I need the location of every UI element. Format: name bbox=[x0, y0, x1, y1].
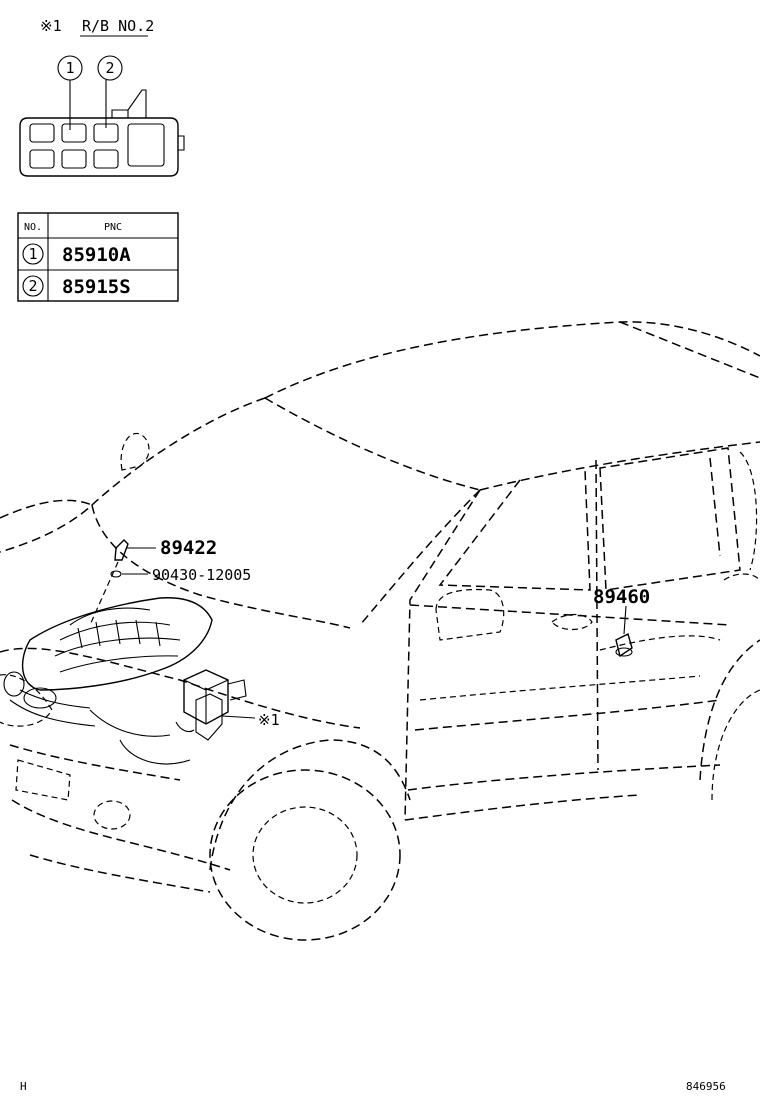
callout-label-2: 2 bbox=[105, 59, 114, 77]
part-89422 bbox=[89, 539, 156, 626]
part-label-89460: 89460 bbox=[593, 586, 650, 608]
sensor-89460-icon bbox=[615, 632, 633, 658]
sensor-89422-icon bbox=[114, 539, 129, 561]
pnc-table-header-pnc: PNC bbox=[104, 222, 122, 233]
pnc-table-frame bbox=[17, 212, 179, 302]
footer-left-code: H bbox=[20, 1080, 27, 1093]
license-plate-area bbox=[15, 759, 71, 801]
footer-illustration-number: 846956 bbox=[686, 1080, 726, 1093]
pnc-table-header-no: NO. bbox=[24, 222, 42, 233]
mirror-outline bbox=[120, 432, 150, 471]
part-label-ref-1: ※1 bbox=[258, 711, 280, 729]
relay-block-ref-mark: ※1 bbox=[40, 17, 62, 35]
pnc-row-2-no: 2 bbox=[28, 277, 37, 295]
callout-circle-2 bbox=[97, 55, 123, 81]
callout-label-1: 1 bbox=[65, 59, 74, 77]
pnc-row-1-pnc: 85910A bbox=[62, 244, 131, 266]
relay-block-body bbox=[19, 117, 179, 177]
vehicle-outline bbox=[0, 321, 760, 941]
part-label-89422: 89422 bbox=[160, 537, 217, 559]
fog-lamp bbox=[93, 800, 131, 830]
pnc-row-2-pnc: 85915S bbox=[62, 276, 131, 298]
relay-block-drawing: 1 2 bbox=[19, 55, 185, 177]
pnc-row-1-no: 1 bbox=[28, 245, 37, 263]
part-label-90430-12005: 90430-12005 bbox=[152, 566, 251, 584]
engine-bay bbox=[3, 597, 213, 765]
front-wheel bbox=[209, 769, 401, 941]
part-89460 bbox=[615, 605, 633, 658]
relay-block-title: R/B NO.2 bbox=[82, 17, 154, 35]
relay-block-in-bay bbox=[175, 669, 256, 741]
gasket-icon bbox=[110, 570, 122, 578]
pnc-table: NO. PNC 1 85910A 2 85915S bbox=[17, 212, 179, 302]
